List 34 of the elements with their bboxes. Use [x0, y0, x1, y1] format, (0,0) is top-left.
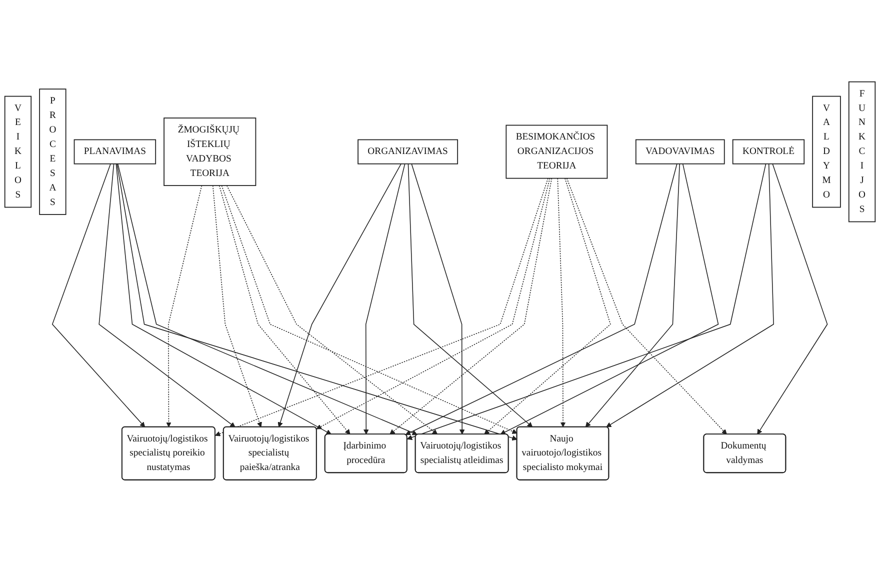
node-box: KONTROLĖ: [732, 139, 805, 164]
arrow: [484, 178, 611, 435]
arrow: [212, 185, 262, 428]
arrow: [585, 164, 680, 428]
node-box: V E I K L O S: [4, 96, 32, 208]
arrow: [757, 164, 828, 435]
arrow: [411, 164, 465, 435]
arrow: [116, 164, 518, 441]
node-box: BESIMOKANČIOS ORGANIZACIJOS TEORIJA: [506, 124, 608, 179]
node-box: ŽMOGIŠKŲJŲ IŠTEKLIŲ VADYBOS TEORIJA: [164, 118, 256, 186]
arrow: [557, 178, 566, 428]
node-box: VADOVAVIMAS: [635, 139, 725, 164]
arrow: [278, 164, 402, 428]
arrow: [606, 164, 774, 428]
arrow: [316, 178, 550, 430]
arrow: [52, 164, 146, 428]
node-box: F U N K C I J O S: [848, 82, 876, 222]
arrow: [566, 178, 727, 435]
arrow: [218, 185, 350, 435]
node-box: P R O C E S A S: [39, 88, 66, 216]
arrow: [500, 164, 719, 435]
arrow: [390, 178, 552, 435]
arrow: [98, 164, 236, 428]
arrow: [408, 164, 533, 428]
arrow: [406, 164, 766, 440]
arrow: [405, 164, 678, 436]
node-box: V A L D Y M O: [812, 96, 841, 208]
node-box: ORGANIZAVIMAS: [358, 139, 458, 164]
arrow: [364, 164, 406, 435]
arrow: [116, 164, 332, 435]
arrow: [117, 164, 418, 436]
arrow: [226, 185, 438, 435]
node-box: PLANAVIMAS: [74, 139, 156, 164]
arrow: [166, 185, 202, 428]
